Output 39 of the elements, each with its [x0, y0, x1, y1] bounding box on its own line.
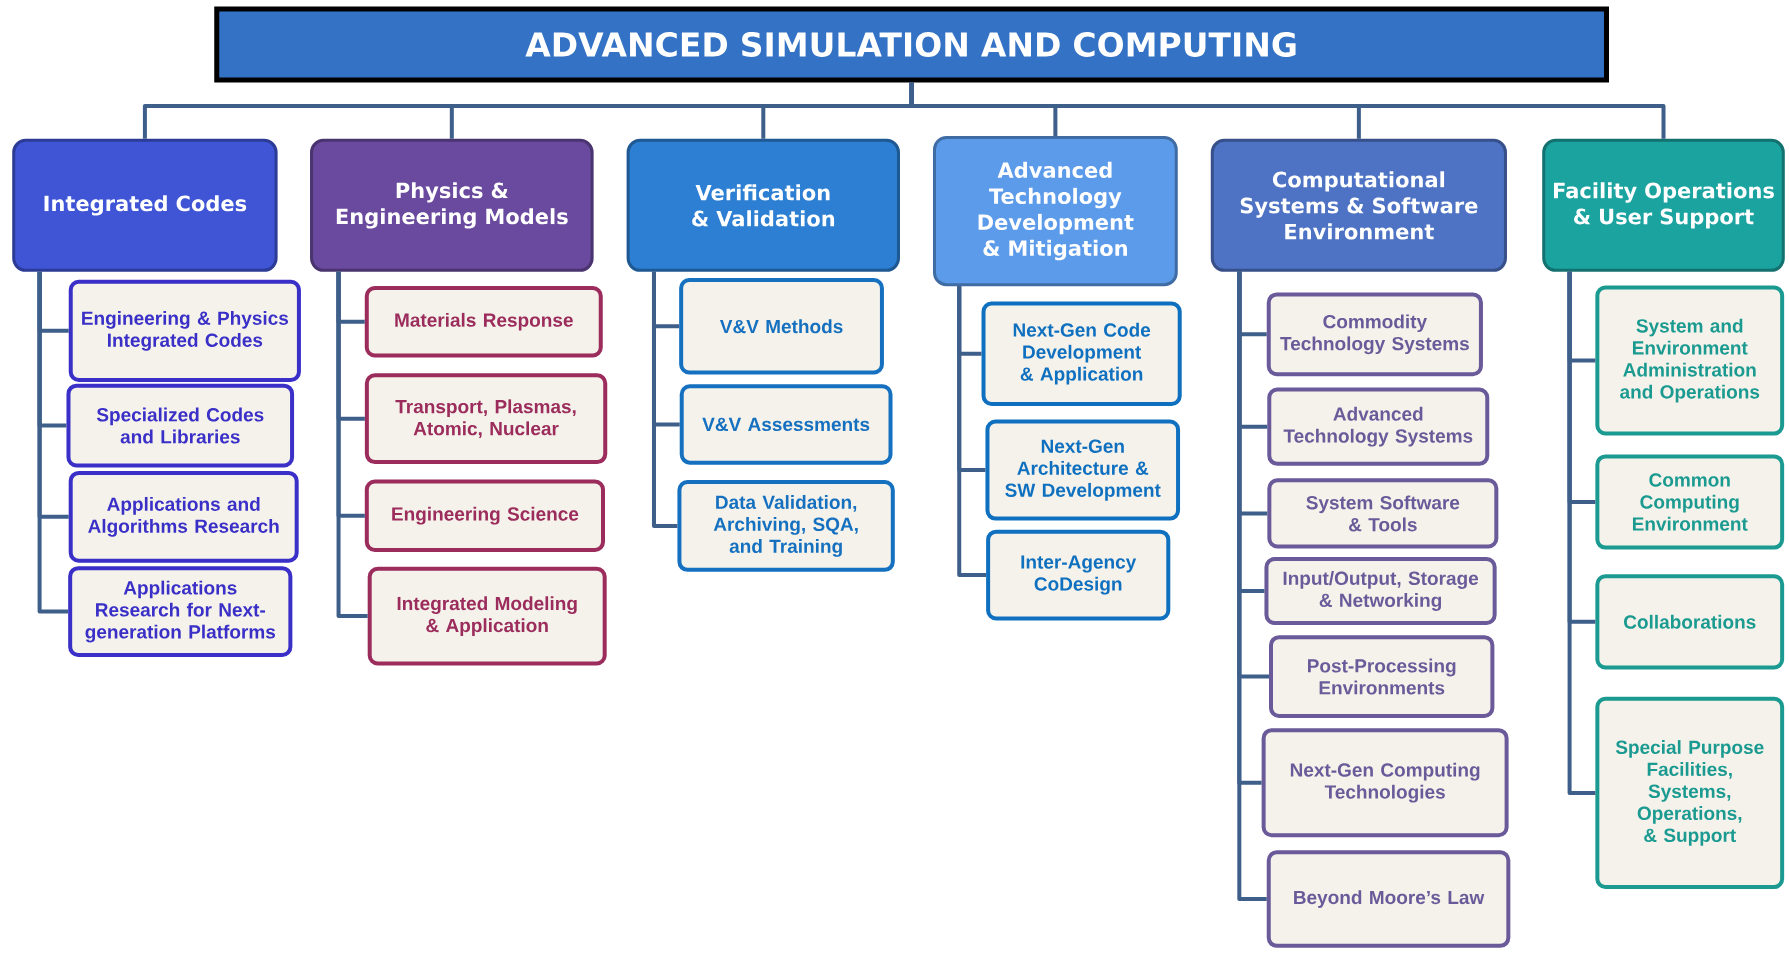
- subtopic-box: Common Computing Environment: [1595, 454, 1785, 550]
- subtopic-box: Input/Output, Storage & Networking: [1264, 557, 1497, 626]
- subtopic-box: Materials Response: [364, 286, 603, 358]
- subtopic-box: Collaborations: [1595, 574, 1785, 670]
- category-box: Facility Operations & User Support: [1542, 139, 1785, 272]
- subtopic-box: Inter-Agency CoDesign: [986, 529, 1171, 621]
- subtopic-box: Engineering & Physics Integrated Codes: [68, 279, 301, 383]
- category-box: Integrated Codes: [12, 139, 278, 272]
- subtopic-box: V&V Methods: [679, 278, 884, 375]
- subtopic-box: Next-Gen Architecture & SW Development: [985, 419, 1181, 521]
- subtopic-box: Next-Gen Code Development & Application: [981, 301, 1182, 407]
- title-banner: ADVANCED SIMULATION AND COMPUTING: [214, 6, 1609, 83]
- tree-connector: [909, 82, 1666, 139]
- tree-connector: [1237, 272, 1267, 902]
- subtopic-box: Transport, Plasmas, Atomic, Nuclear: [364, 373, 608, 465]
- subtopic-box: System and Environment Administration and Operations: [1595, 285, 1785, 436]
- tree-connector: [37, 272, 69, 614]
- category-box: Computational Systems & Software Environment: [1210, 139, 1507, 272]
- subtopic-box: Applications Research for Next-generation Platforms: [68, 566, 293, 658]
- subtopic-box: Engineering Science: [364, 479, 605, 553]
- tree-connector: [957, 286, 987, 578]
- subtopic-box: System Software & Tools: [1267, 478, 1499, 549]
- subtopic-box: Beyond Moore’s Law: [1266, 850, 1511, 948]
- subtopic-box: Applications and Algorithms Research: [68, 471, 299, 563]
- tree-connector: [652, 272, 678, 529]
- subtopic-box: Data Validation, Archiving, SQA, and Training: [677, 480, 895, 572]
- subtopic-box: Advanced Technology Systems: [1267, 387, 1490, 466]
- subtopic-box: Specialized Codes and Libraries: [66, 383, 295, 468]
- category-box: Verification & Validation: [626, 139, 900, 272]
- category-box: Advanced Technology Development & Mitigation: [933, 136, 1178, 287]
- subtopic-box: Special Purpose Facilities, Systems, Operations, & Support: [1595, 697, 1785, 890]
- subtopic-box: Next-Gen Computing Technologies: [1261, 728, 1509, 838]
- subtopic-box: Commodity Technology Systems: [1266, 292, 1483, 377]
- category-box: Physics & Engineering Models: [310, 139, 594, 272]
- subtopic-box: Integrated Modeling & Application: [367, 566, 607, 666]
- subtopic-box: V&V Assessments: [679, 384, 893, 465]
- tree-connector: [336, 272, 368, 619]
- subtopic-box: Post-Processing Environments: [1269, 635, 1495, 719]
- tree-connector: [1567, 272, 1596, 796]
